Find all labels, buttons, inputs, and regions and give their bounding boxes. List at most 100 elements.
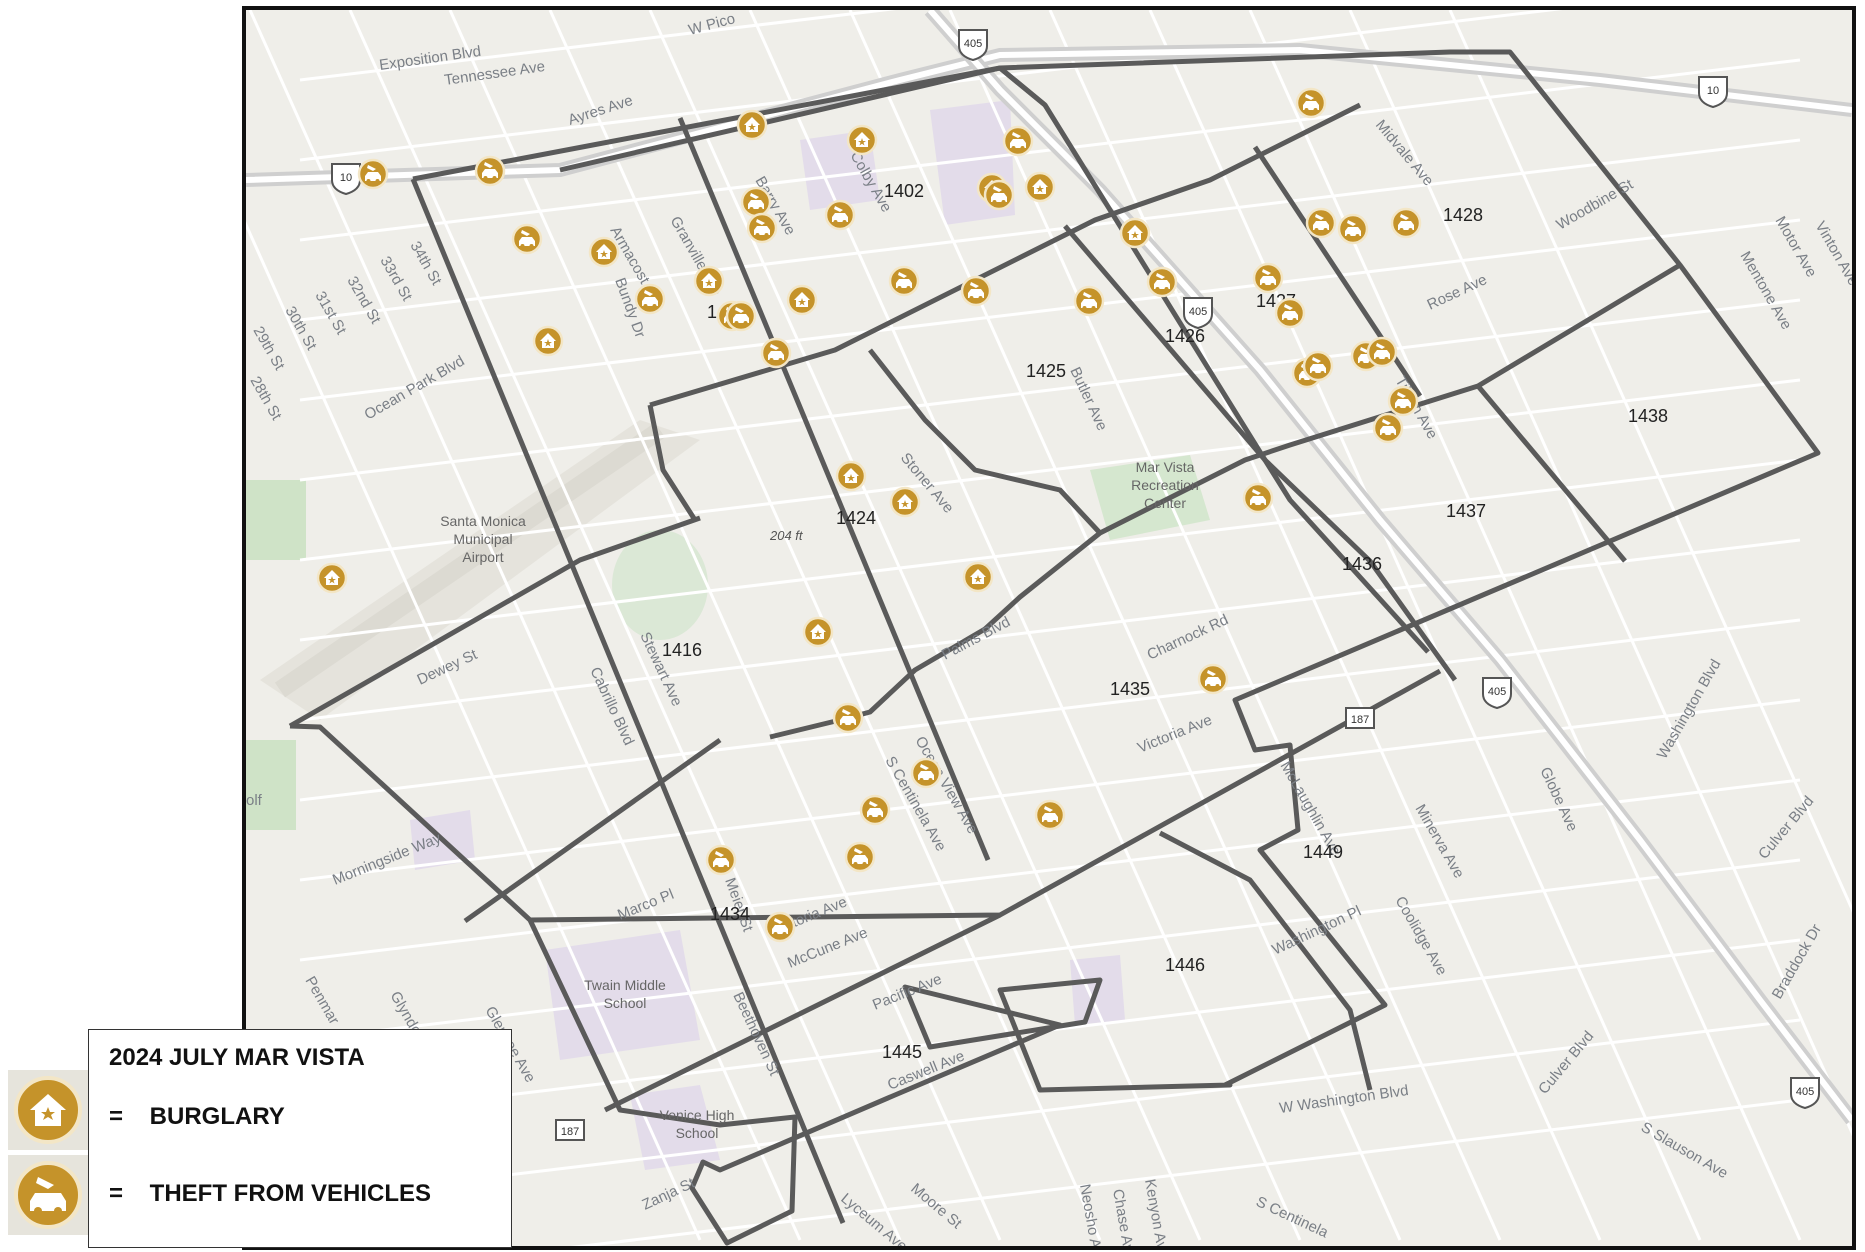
- district-label: 1436: [1342, 554, 1382, 574]
- burglary-marker[interactable]: [532, 325, 564, 357]
- theft-marker[interactable]: [824, 199, 856, 231]
- school-label: School: [604, 995, 647, 1011]
- street-grid: [246, 10, 1852, 1246]
- boundary-l2: [677, 117, 991, 861]
- boundary-h2: [998, 66, 1047, 107]
- burglary-marker[interactable]: [962, 561, 994, 593]
- burglary-marker[interactable]: [316, 562, 348, 594]
- theft-marker[interactable]: [888, 265, 920, 297]
- parks: [246, 455, 1210, 830]
- theft-marker[interactable]: [1034, 799, 1066, 831]
- theft-marker[interactable]: [357, 158, 389, 190]
- boundary-outer: [289, 49, 1821, 1246]
- poi-labels: Santa Monica Municipal Airport Mar Vista…: [440, 459, 1199, 1141]
- theft-marker[interactable]: [832, 702, 864, 734]
- district-label: 1428: [1443, 205, 1483, 225]
- theft-marker[interactable]: [740, 186, 772, 218]
- school-zones: [410, 100, 1125, 1170]
- theft-marker[interactable]: [1302, 350, 1334, 382]
- district-label: 1438: [1628, 406, 1668, 426]
- theft-marker[interactable]: [844, 841, 876, 873]
- theft-marker[interactable]: [1002, 125, 1034, 157]
- theft-marker[interactable]: [1242, 482, 1274, 514]
- district-label: 1424: [836, 508, 876, 528]
- highway-shields: 405 405 405 405 10 10: [331, 29, 1820, 1141]
- theft-marker[interactable]: [960, 275, 992, 307]
- airport-label: Municipal: [453, 531, 512, 547]
- theft-marker[interactable]: [1387, 385, 1419, 417]
- burglary-marker[interactable]: [846, 124, 878, 156]
- burglary-marker[interactable]: [889, 486, 921, 518]
- theft-marker[interactable]: [1372, 412, 1404, 444]
- theft-marker[interactable]: [1073, 285, 1105, 317]
- map-legend: 2024 JULY MAR VISTA = BURGLARY = THEFT F…: [88, 1029, 512, 1248]
- district-label: 1446: [1165, 955, 1205, 975]
- airport-runway: [260, 420, 700, 720]
- theft-marker[interactable]: [1295, 87, 1327, 119]
- house-burglary-icon: [14, 1076, 82, 1144]
- burglary-marker[interactable]: [736, 109, 768, 141]
- theft-marker[interactable]: [1390, 207, 1422, 239]
- shield-number: 10: [1707, 85, 1719, 97]
- crime-map[interactable]: Exposition Blvd Tennessee Ave Ayres Ave …: [242, 6, 1856, 1250]
- theft-marker[interactable]: [511, 223, 543, 255]
- burglary-marker[interactable]: [802, 616, 834, 648]
- shield-number: 405: [1488, 686, 1506, 698]
- theft-marker[interactable]: [1305, 207, 1337, 239]
- district-boundaries: [288, 49, 1821, 1246]
- district-label: 1435: [1110, 679, 1150, 699]
- theft-marker[interactable]: [474, 155, 506, 187]
- burglary-marker[interactable]: [1024, 171, 1056, 203]
- burglary-marker[interactable]: [1119, 217, 1151, 249]
- i10-shield: 10: [1698, 76, 1728, 109]
- theft-marker[interactable]: [983, 179, 1015, 211]
- legend-swatch-burglary: [8, 1070, 88, 1150]
- runway: [274, 422, 666, 698]
- park-area: [246, 480, 306, 560]
- school-area: [630, 1085, 720, 1170]
- shield-number: 405: [1189, 306, 1207, 318]
- boundary-h5: [603, 912, 1002, 1113]
- legend-swatch-theft: [8, 1155, 88, 1235]
- district-label: 1402: [884, 181, 924, 201]
- legend-label-burglary: BURGLARY: [149, 1103, 285, 1130]
- burglary-marker[interactable]: [588, 236, 620, 268]
- rec-center-label: Recreation: [1131, 477, 1199, 493]
- theft-marker[interactable]: [1252, 262, 1284, 294]
- i10-shield: 10: [331, 163, 361, 196]
- airport-label: Santa Monica: [440, 513, 526, 529]
- theft-marker[interactable]: [1366, 336, 1398, 368]
- theft-marker[interactable]: [1337, 213, 1369, 245]
- park-area: [246, 740, 296, 830]
- burglary-marker[interactable]: [693, 265, 725, 297]
- elevation-label: 204 ft: [769, 528, 804, 543]
- theft-marker[interactable]: [705, 844, 737, 876]
- district-label: 1426: [1165, 326, 1205, 346]
- park-area: [1090, 455, 1210, 540]
- map-background: [246, 10, 1852, 1246]
- burglary-marker[interactable]: [786, 284, 818, 316]
- theft-marker[interactable]: [1274, 297, 1306, 329]
- i405-freeway: [927, 10, 1852, 1122]
- shield-number: 405: [964, 38, 982, 50]
- theft-marker[interactable]: [725, 300, 757, 332]
- theft-marker[interactable]: [910, 757, 942, 789]
- legend-label-theft: THEFT FROM VEHICLES: [149, 1180, 432, 1207]
- rec-center-label: Center: [1144, 495, 1186, 511]
- park-area: [612, 530, 708, 640]
- i405-shield: 405: [1183, 297, 1213, 330]
- theft-marker[interactable]: [764, 911, 796, 943]
- boundary-palms: [649, 102, 1362, 408]
- school-area: [545, 930, 700, 1060]
- theft-marker[interactable]: [634, 283, 666, 315]
- shield-number: 187: [1351, 714, 1369, 726]
- theft-marker[interactable]: [859, 794, 891, 826]
- theft-marker[interactable]: [746, 212, 778, 244]
- car-theft-icon: [14, 1161, 82, 1229]
- burglary-marker[interactable]: [835, 460, 867, 492]
- school-label: Venice High: [660, 1107, 735, 1123]
- district-label: 1416: [662, 640, 702, 660]
- theft-marker[interactable]: [760, 337, 792, 369]
- theft-marker[interactable]: [1146, 266, 1178, 298]
- theft-marker[interactable]: [1197, 663, 1229, 695]
